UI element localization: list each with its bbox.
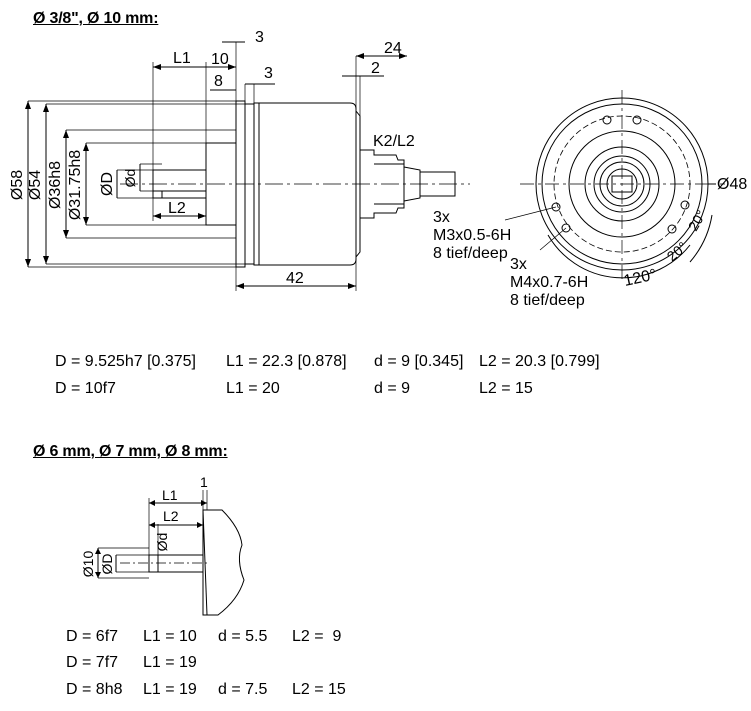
spec-D: D = 10f7 (55, 380, 116, 397)
label-diamD-s2: ØD (99, 554, 115, 575)
spec-L2: L2 = 15 (479, 380, 533, 397)
label-m3-thread: M3x0.5-6H (433, 227, 511, 244)
label-K2-L2: K2/L2 (373, 133, 415, 150)
spec2-D: D = 6f7 (66, 628, 119, 645)
label-diam31-75h8: Ø31.75h8 (67, 150, 84, 220)
label-L2-s2: L2 (163, 508, 179, 524)
spec-row-2: D = 10f7 L1 = 20 d = 9 L2 = 15 (55, 380, 675, 400)
cable-gland (359, 149, 405, 219)
label-8: 8 (214, 73, 223, 90)
spec2-D: D = 7f7 (66, 654, 119, 671)
spec2-d: d = 5.5 (218, 628, 268, 645)
label-m3-count: 3x (433, 209, 450, 226)
label-angle20b: 20° (685, 207, 709, 233)
label-m4-depth: 8 tief/deep (510, 292, 585, 309)
label-diamd-s2: Ød (154, 533, 170, 552)
label-angle120: 120° (622, 266, 658, 290)
spec-L2: L2 = 20.3 [0.799] (479, 353, 600, 370)
spec2-d: d = 7.5 (218, 681, 268, 698)
label-3-mid: 3 (264, 65, 273, 82)
spec2-D: D = 8h8 (66, 681, 123, 698)
label-L1-top: L1 (173, 50, 191, 67)
spec2-row-1: D = 6f7 L1 = 10 d = 5.5 L2 = 9 (66, 628, 386, 648)
label-1-s2: 1 (200, 474, 208, 490)
spec-L1: L1 = 20 (226, 380, 280, 397)
spec-d: d = 9 [0.345] (374, 353, 464, 370)
label-m4-thread: M4x0.7-6H (510, 274, 588, 291)
label-2: 2 (371, 60, 380, 77)
label-42: 42 (286, 270, 304, 287)
label-L1-s2: L1 (162, 487, 178, 503)
label-m4-count: 3x (510, 256, 527, 273)
label-24: 24 (384, 40, 402, 57)
label-diam48: Ø48 (717, 176, 747, 193)
spec2-L1: L1 = 10 (143, 628, 197, 645)
spec-D: D = 9.525h7 [0.375] (55, 353, 196, 370)
label-angle20a: 20° (664, 238, 691, 264)
section-1-title: Ø 3/8", Ø 10 mm: (33, 10, 159, 27)
label-diam36h8: Ø36h8 (47, 161, 64, 209)
spec2-row-2: D = 7f7 L1 = 19 (66, 654, 386, 674)
label-diamD: ØD (99, 172, 116, 196)
spec-d: d = 9 (374, 380, 411, 397)
spec2-L1: L1 = 19 (143, 654, 197, 671)
spec2-row-3: D = 8h8 L1 = 19 d = 7.5 L2 = 15 (66, 681, 386, 701)
spec2-L1: L1 = 19 (143, 681, 197, 698)
label-3-top: 3 (255, 29, 264, 46)
label-diamd: Ød (122, 169, 138, 188)
spec-row-1: D = 9.525h7 [0.375] L1 = 22.3 [0.878] d … (55, 353, 675, 373)
spec2-L2: L2 = 15 (292, 681, 346, 698)
label-diam58: Ø58 (9, 170, 26, 200)
label-L2-bottom: L2 (168, 200, 186, 217)
label-10: 10 (211, 51, 229, 68)
label-diam10-s2: Ø10 (80, 551, 96, 578)
flange-section-2 (202, 509, 245, 616)
shaft-section-2 (148, 554, 204, 573)
section-2-title: Ø 6 mm, Ø 7 mm, Ø 8 mm: (33, 443, 228, 460)
spec2-L2: L2 = 9 (292, 628, 342, 645)
label-diam54: Ø54 (27, 170, 44, 200)
label-m3-depth: 8 tief/deep (433, 245, 508, 262)
spec-L1: L1 = 22.3 [0.878] (226, 353, 347, 370)
